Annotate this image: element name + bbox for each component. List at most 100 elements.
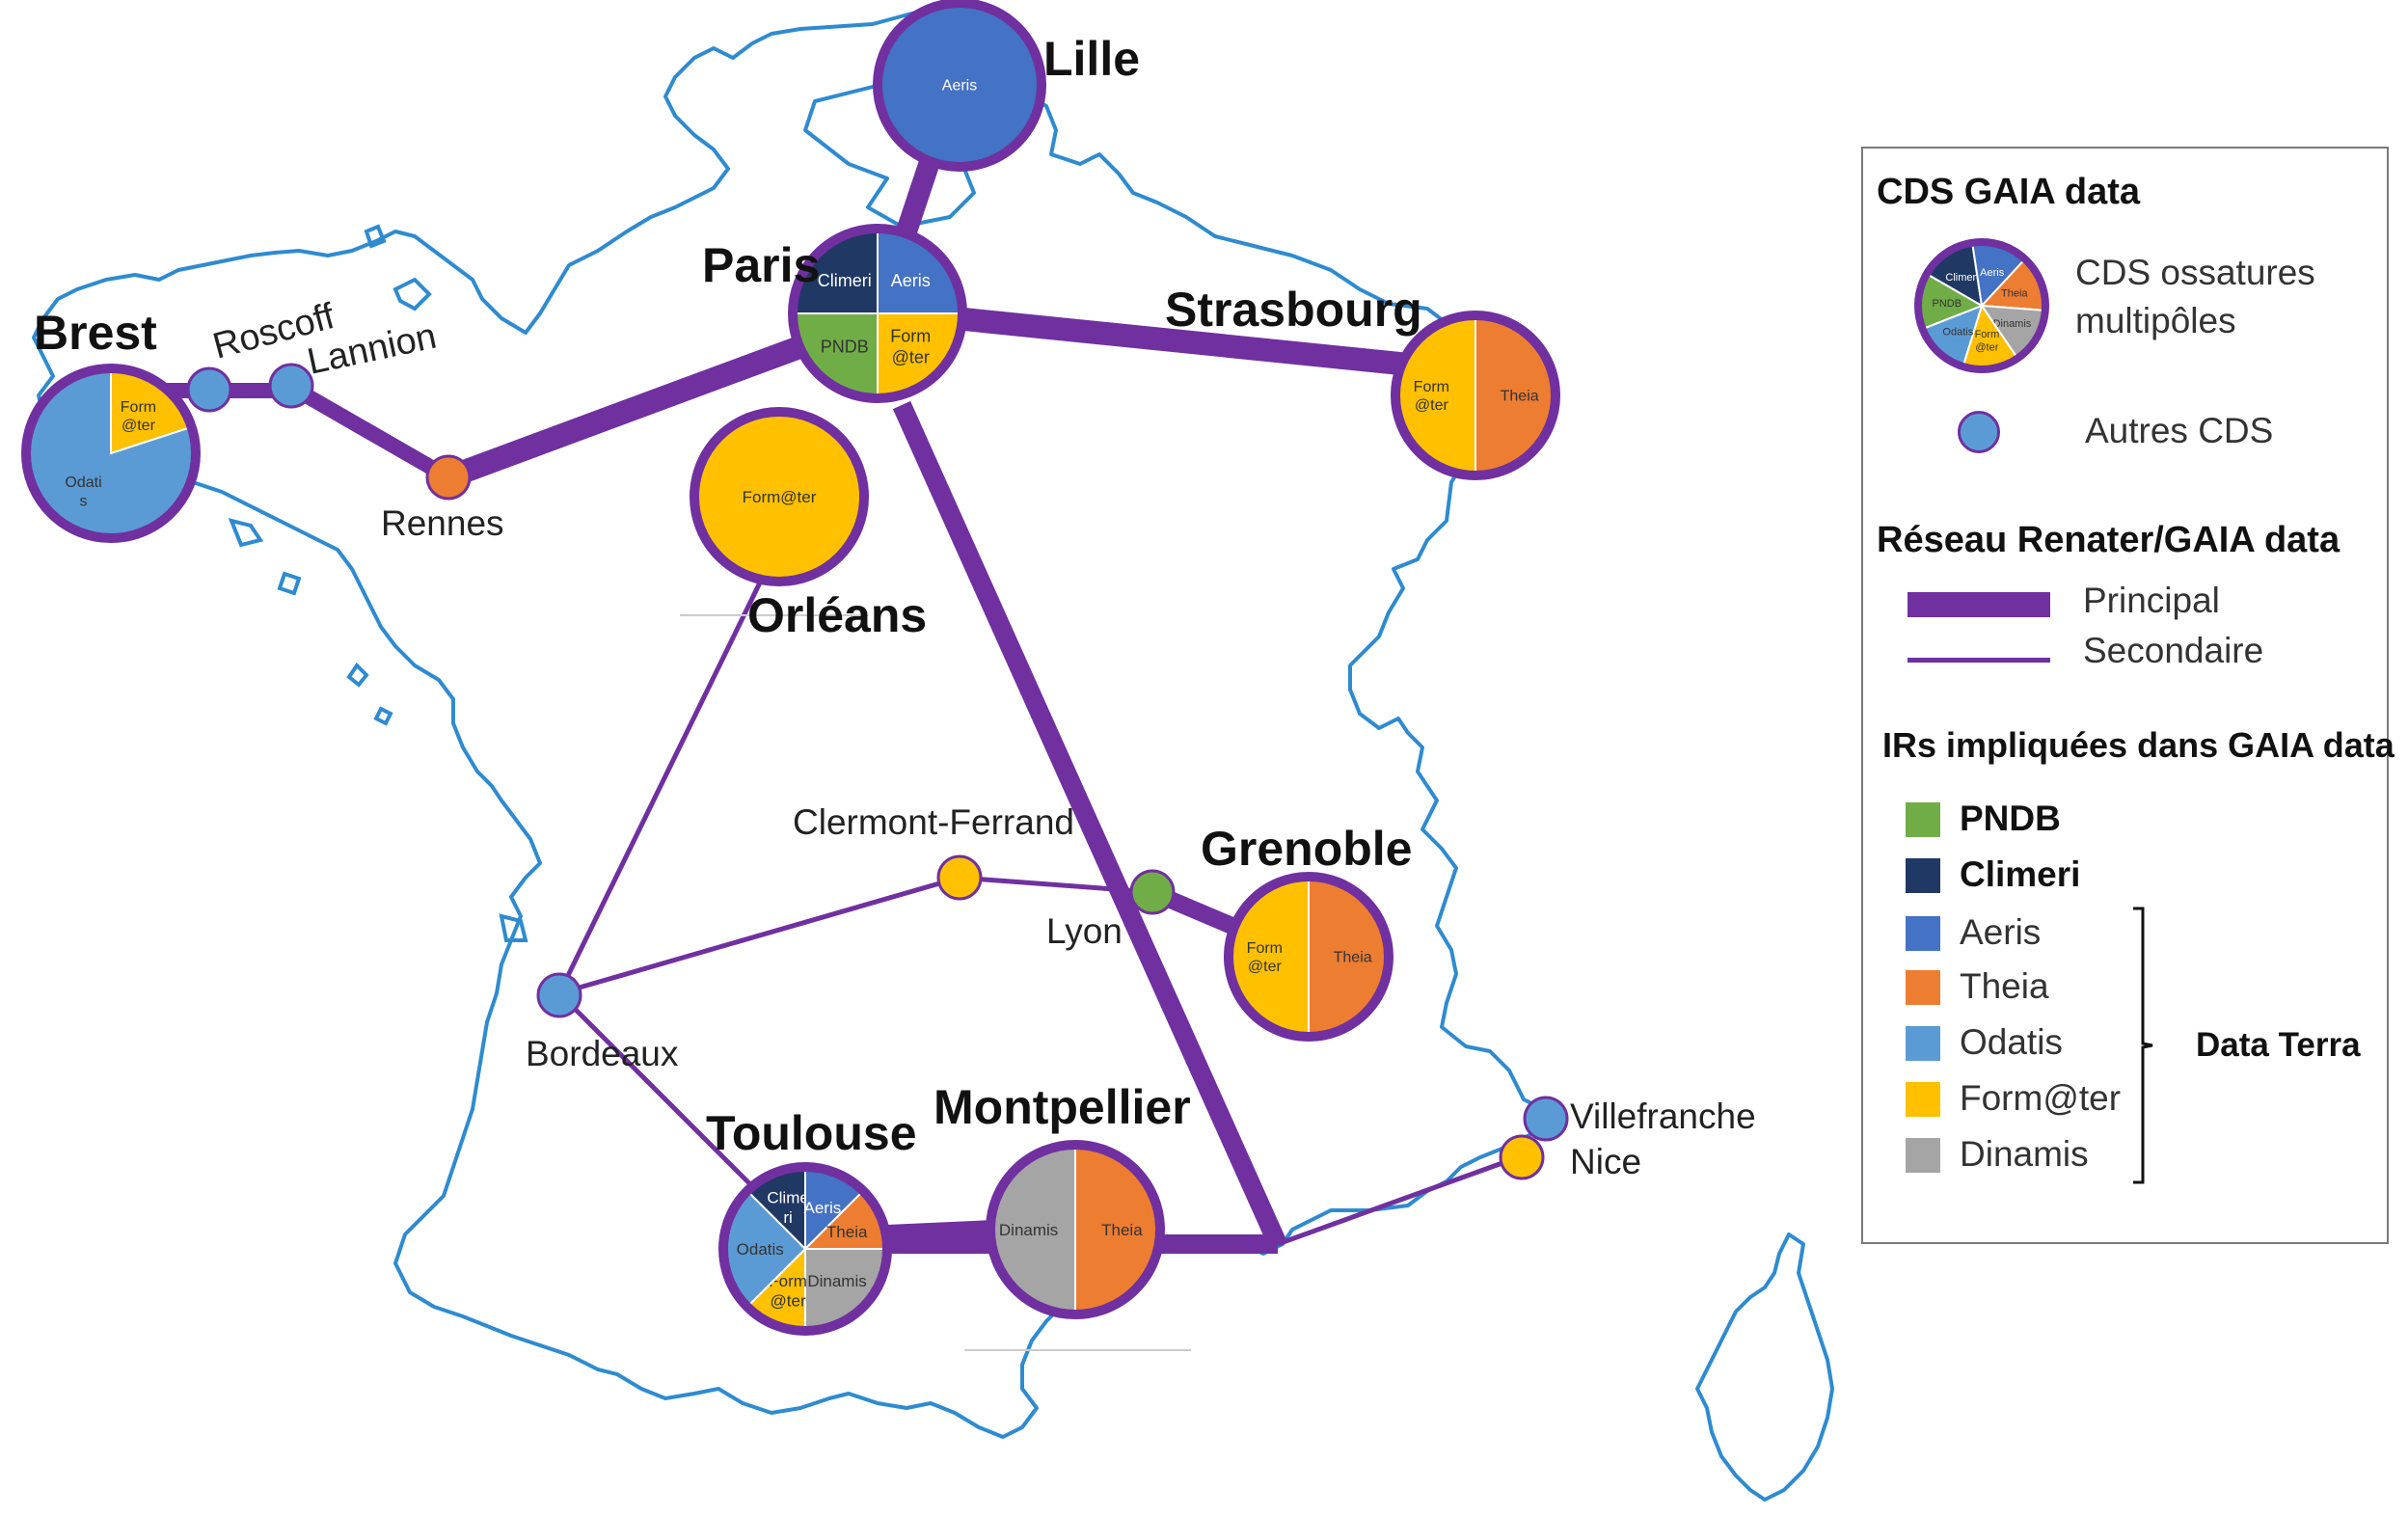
legend-ir-climeri: Climeri [1960,854,2081,894]
legend-other-cds-dot [1958,411,2000,453]
bordeaux-node [536,972,582,1018]
pie-label-formater: Form@ter [121,399,156,434]
legend-swatch-pndb [1906,802,1940,837]
city-label-clermont: Clermont-Ferrand [793,802,1074,842]
pie-ring-paris [788,224,967,403]
legend-brace [2133,907,2153,1184]
small-cds-nodes [186,363,1569,1180]
roscoff-node [186,366,232,413]
city-label-lyon: Lyon [1046,911,1123,951]
pie-slice-formater [1228,875,1310,1039]
pie-label-formater: Form@ter [1975,329,2000,353]
pie-label-aeris: Aeris [891,271,931,290]
legend-swatch-formater [1906,1082,1940,1117]
pie-label-climeri: Climeri [818,271,872,290]
pie-label-theia: Theia [1101,1221,1143,1239]
city-label-paris: Paris [702,238,820,292]
city-label-lille: Lille [1043,32,1140,86]
pie-ring-strasbourg [1391,311,1560,480]
legend-swatch-dinamis [1906,1138,1940,1173]
clermont-node [936,854,983,901]
legend-swatch-aeris [1906,916,1940,951]
pie-ring-orleans [690,407,869,586]
city-label-toulouse: Toulouse [706,1106,917,1160]
pie-orleans: Form@ter [690,407,869,586]
legend-principal-line [1907,592,2050,617]
city-label-grenoble: Grenoble [1201,822,1412,876]
pie-ring-brest [21,364,201,543]
city-label-brest: Brest [34,306,157,360]
nice-node [1499,1134,1545,1180]
legend-principal: Principal [2083,581,2220,620]
rennes-node [425,454,472,501]
corsica-outline [1695,1233,1834,1502]
legend-ir-formater: Form@ter [1960,1078,2122,1118]
pie-label-dinamis: Dinamis [807,1272,866,1290]
city-label-strasbourg: Strasbourg [1165,283,1422,337]
legend-ir-theia: Theia [1960,966,2049,1006]
legend-irs-title: IRs impliquées dans GAIA data [1882,725,2394,765]
lannion-node [268,363,314,409]
villefranche-node [1523,1096,1569,1142]
pie-label-formater: Form@ter [890,327,931,367]
city-label-orleans: Orléans [747,588,927,642]
pie-label-formater: Form@ter [1414,379,1449,414]
pie-montpellier: Dinamis Theia [986,1140,1165,1319]
pie-strasbourg: Form@ter Theia [1391,311,1560,480]
legend-ir-dinamis: Dinamis [1960,1134,2089,1174]
city-label-rennes: Rennes [381,503,504,543]
legend-swatch-odatis [1906,1026,1940,1061]
legend-secondary: Secondaire [2083,631,2264,670]
pie-slice-formater [1394,313,1476,477]
pie-label-formater: Form@ter [743,488,817,506]
pie-label-theia: Theia [2001,288,2028,300]
pie-label-aeris: Aeris [804,1199,842,1217]
pie-ring-montpellier [986,1140,1165,1319]
pie-label-pndb: PNDB [1933,298,1962,310]
legend-network-title: Réseau Renater/GAIA data [1877,520,2340,560]
city-label-nice: Nice [1570,1142,1641,1181]
legend-multipole-line1: CDS ossatures [2075,253,2315,292]
lyon-node [1129,869,1176,915]
pie-label-dinamis: Dinamis [999,1221,1058,1239]
legend-multipole-line2: multipôles [2075,301,2236,340]
city-label-montpellier: Montpellier [933,1080,1191,1134]
legend-other-cds: Autres CDS [2085,411,2274,450]
legend-ir-odatis: Odatis [1960,1022,2063,1062]
pie-label-theia: Theia [1334,950,1372,966]
pie-label-theia: Theia [826,1223,868,1241]
pie-label-theia: Theia [1501,389,1539,405]
pie-label-odatis: Odatis [737,1240,784,1259]
legend-title: CDS GAIA data [1877,172,2141,212]
legend-ir-pndb: PNDB [1960,799,2061,838]
pie-grenoble: Form@ter Theia [1224,872,1393,1042]
pie-label-formater: Form@ter [1247,940,1283,975]
coast-detail [228,224,528,942]
pie-label-aeris: Aeris [942,78,977,95]
pie-label-pndb: PNDB [821,338,869,357]
legend-swatch-climeri [1906,858,1940,893]
city-label-bordeaux: Bordeaux [526,1034,679,1073]
legend-ir-aeris: Aeris [1960,912,2042,952]
pie-label-aeris: Aeris [1980,267,2005,279]
legend-data-terra: Data Terra [2196,1026,2361,1064]
pie-ring-lille [873,0,1046,172]
pie-ring-toulouse [718,1162,892,1336]
secondary-links [556,577,1525,1247]
pie-label-dinamis: Dinamis [1993,318,2032,330]
legend-secondary-line [1907,658,2050,663]
pie-ring-grenoble [1224,872,1393,1042]
pie-ring-legend [1914,238,2049,373]
pie-label-climeri: Climeri [1945,272,1978,284]
pie-label-odatis: Odatis [1942,326,1973,338]
city-labels: Lille Paris Strasbourg Brest Roscoff Lan… [34,32,1756,1181]
